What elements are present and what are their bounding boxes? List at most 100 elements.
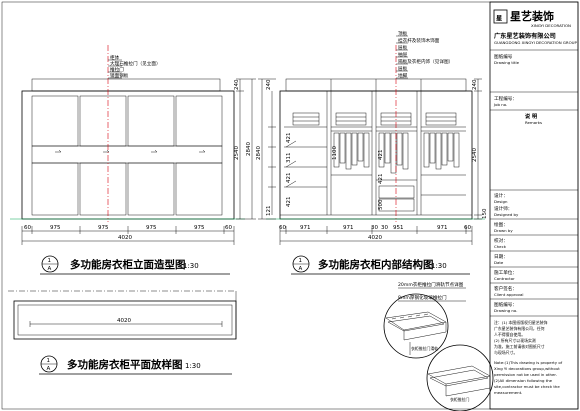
elevation-decor-band [31, 145, 223, 164]
interior-dim-mid-3: 421 [378, 174, 384, 185]
rail-detail-bottom [427, 365, 491, 397]
interior-dim-bay-2: 971 [300, 225, 311, 231]
interior-dim-240-left: 240 [266, 79, 272, 90]
interior-dim-mid-2: 421 [378, 150, 384, 161]
interior-view-title: 多功能房衣柜内部结构图 [318, 258, 434, 271]
interior-dim-bay-4: 30 [371, 225, 378, 231]
elevation-dim-bay-2: 975 [50, 225, 61, 231]
elevation-callouts: 柜体 大理石推拉门（见立面） 推拉门 镜面钢板 [108, 54, 161, 79]
elevation-dim-bay-1: 60 [24, 225, 31, 231]
interior-callout-5: 隔板及衣柜内饰（见详图） [398, 58, 453, 65]
detail-label-top: 20mm衣柜推拉门滑轨节点详图 [398, 281, 464, 288]
elevation-view: 柜体 大理石推拉门（见立面） 推拉门 镜面钢板 240 2540 2840 [10, 45, 256, 275]
note-cn-line-3: 人不得擅自使用。 [494, 332, 525, 337]
detail-bubble-top [383, 293, 449, 359]
elevation-dim-bay-4: 975 [146, 225, 157, 231]
interior-dim-left-2: 311 [286, 153, 292, 164]
interior-dim-240-right: 240 [472, 79, 478, 90]
designer-label-en: Designed by [494, 212, 519, 217]
interior-callout-7: 地脚 [398, 72, 408, 79]
elevation-height-dims: 240 2540 2840 [234, 78, 256, 220]
notes-en: Note:(1)This drawing is property of Xing… [494, 360, 563, 395]
elevation-dim-2540: 2540 [234, 146, 240, 160]
draw-label: 绘图： [494, 221, 508, 228]
elevation-marker-top: 1 [48, 258, 52, 264]
interior-dim-left-3: 421 [286, 173, 292, 184]
detail-label-mid: 8mm厚钢化玻璃推拉门 [398, 294, 447, 301]
folded-clothes-stack [292, 112, 320, 126]
designer-label: 设计师： [494, 205, 512, 212]
check-label: 校对： [494, 237, 508, 244]
detail-view: 20mm衣柜推拉门滑轨节点详图 8mm厚钢化玻璃推拉门 衣柜推拉门滑轨 衣柜推拉… [383, 281, 494, 411]
remarks-label-en: Remarks [525, 120, 542, 125]
elevation-callout-1: 柜体 [110, 54, 120, 61]
interior-dim-left-5: 121 [266, 206, 272, 217]
elevation-dim-bay-6: 60 [225, 225, 232, 231]
interior-dim-bay-8: 60 [464, 225, 471, 231]
note-cn-line-6: 与现场尺寸。 [494, 350, 517, 355]
interior-hanging-bays [331, 112, 466, 212]
interior-view-scale: 1:30 [431, 262, 447, 270]
interior-callouts: 顶板 挂衣杆及装饰木饰面 层板 抽屉 隔板及衣柜内饰（见详图） 层板 地脚 [396, 30, 453, 79]
sheet-label: 图纸编号： [494, 301, 517, 308]
drawing-title-en: Drawing title [494, 60, 520, 65]
interior-dim-2840: 2840 [256, 146, 262, 160]
drawing-title-label: 图纸编号 [494, 53, 513, 60]
interior-marker-top: 1 [299, 258, 303, 264]
elevation-width-dims: 60 975 975 975 975 60 4020 [21, 225, 235, 245]
interior-dim-bay-3: 971 [343, 225, 354, 231]
interior-marker-bottom: A [299, 266, 303, 272]
contractor-label-en: Contractor [494, 276, 515, 281]
note-cn-line-1: 注：(1) 本图纸版权归星艺装饰 [494, 320, 548, 325]
contractor-label: 施工单位： [494, 269, 517, 276]
company-logo-icon [493, 9, 508, 24]
elevation-title-block: 1 A 多功能房衣柜立面造型图 1:30 [40, 255, 230, 275]
elevation-callout-3: 推拉门 [110, 66, 124, 73]
client-label-en: Client approval [494, 292, 524, 297]
interior-callout-6: 层板 [398, 65, 408, 72]
note-en-line-6: measurement. [494, 390, 522, 395]
interior-callout-2: 挂衣杆及装饰木饰面 [398, 37, 440, 44]
plan-marker-top: 1 [47, 358, 51, 364]
elevation-marker-bottom: A [48, 266, 52, 272]
interior-width-dims: 60 971 971 30 30 951 971 60 4020 [279, 225, 473, 245]
brand-name: 星艺装饰 [510, 9, 554, 23]
detail-note-b: 衣柜推拉门 [450, 397, 470, 402]
detail-bubble-bottom [426, 344, 494, 411]
interior-dim-left-1: 421 [286, 133, 292, 144]
note-en-line-5: site,contractor must be check the [494, 384, 560, 389]
plan-view: 4020 1 A 多功能房衣柜平面放样图 1:30 [8, 290, 237, 375]
plan-view-scale: 1:30 [185, 362, 201, 370]
elevation-view-scale: 1:30 [183, 262, 199, 270]
check-label-en: Check [494, 244, 507, 249]
interior-callout-4: 抽屉 [398, 51, 408, 58]
sheet-label-en: Drawing no. [494, 308, 517, 313]
note-cn-line-5: 为准，施工前请核对图纸尺寸 [494, 344, 545, 349]
note-en-line-4: (2)All dimension following the [494, 378, 553, 383]
interior-callout-3: 层板 [398, 44, 408, 51]
design-label: 设计： [494, 192, 508, 199]
elevation-dim-bay-5: 975 [194, 225, 205, 231]
elevation-dim-total: 4020 [118, 235, 132, 241]
draw-label-en: Drawn by [494, 228, 513, 233]
note-cn-line-2: 广东星艺装饰有限公司，任何 [494, 326, 545, 331]
interior-callout-1: 顶板 [398, 30, 408, 37]
brand-en: XINGYI DECORATION [531, 23, 571, 28]
interior-dim-mid-1: 1100 [332, 146, 338, 160]
interior-dim-bay-1: 60 [279, 225, 286, 231]
elevation-dim-bay-3: 975 [98, 225, 109, 231]
elevation-door-panels [31, 95, 223, 216]
interior-title-block: 1 A 多功能房衣柜内部结构图 1:30 [291, 255, 470, 275]
elevation-top-cabinet [31, 78, 221, 92]
interior-dim-total: 4020 [368, 235, 382, 241]
design-label-en: Design [494, 199, 508, 204]
title-block: 星 星艺装饰 XINGYI DECORATION 广东星艺装饰有限公司 GUAN… [489, 1, 579, 410]
elevation-view-title: 多功能房衣柜立面造型图 [70, 258, 186, 271]
remarks-label: 说 明 [525, 112, 537, 120]
interior-dim-bay-5: 30 [381, 225, 388, 231]
elevation-dim-2840: 2840 [246, 142, 252, 156]
interior-dim-bay-7: 971 [437, 225, 448, 231]
elevation-callout-2: 大理石推拉门（见立面） [110, 60, 161, 67]
interior-dividers [280, 91, 472, 216]
interior-bay-1-shelves [284, 112, 327, 188]
